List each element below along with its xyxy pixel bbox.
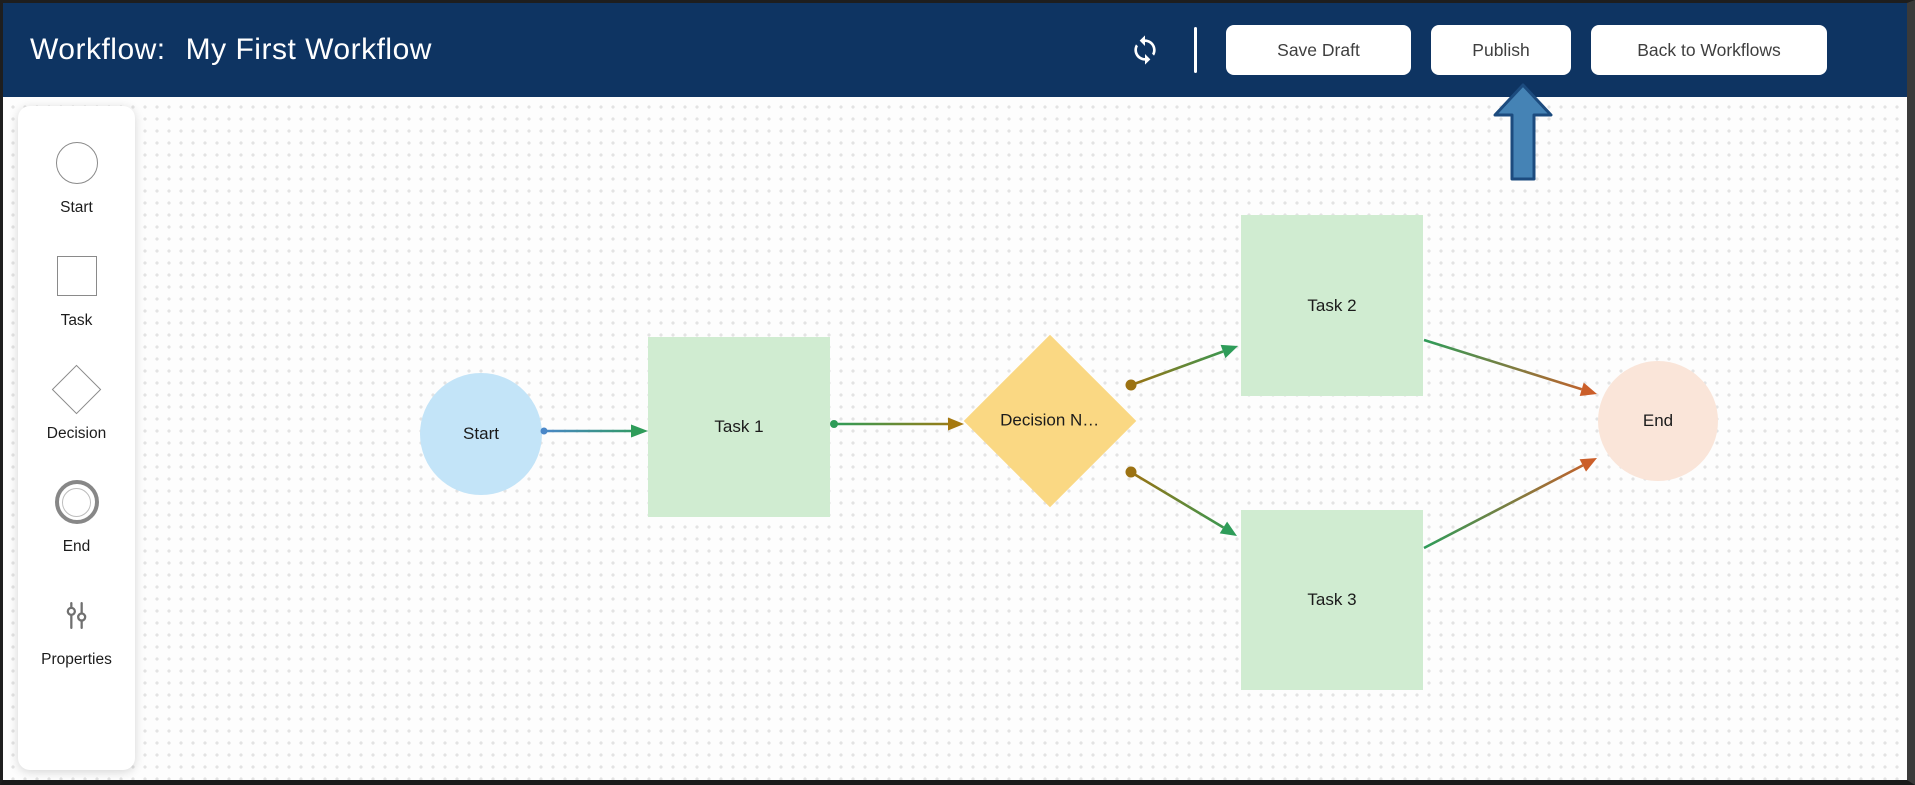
header-divider (1194, 27, 1197, 73)
edge-arrowhead (1579, 458, 1597, 472)
node-task-1[interactable]: Task 1 (648, 337, 830, 517)
sync-refresh-icon[interactable] (1129, 34, 1161, 66)
sliders-icon (66, 601, 87, 629)
header-actions: Save Draft Publish Back to Workflows (1226, 25, 1827, 75)
palette-label: End (62, 538, 91, 555)
node-label: Decision N… (1000, 410, 1100, 430)
edge-decision-task2 (1133, 350, 1224, 386)
node-label: Task 1 (714, 417, 764, 436)
workflow-title-prefix: Workflow: (30, 33, 166, 66)
node-decision[interactable]: Decision N… (963, 334, 1137, 508)
workflow-name: My First Workflow (185, 33, 432, 66)
edge-arrowhead (631, 424, 648, 438)
edge-arrowhead (1220, 344, 1238, 359)
save-draft-button[interactable]: Save Draft (1226, 25, 1411, 75)
node-start[interactable]: Start (420, 373, 542, 495)
node-label: Start (463, 424, 499, 443)
publish-button[interactable]: Publish (1431, 25, 1571, 75)
palette-item-task[interactable]: Task (56, 250, 97, 330)
task-shape-icon (56, 256, 97, 296)
end-shape-icon (54, 480, 99, 524)
palette-label: Start (60, 199, 93, 216)
start-shape-icon (55, 142, 98, 184)
page-title: Workflow: My First Workflow (30, 3, 432, 97)
sync-icon (1134, 35, 1156, 65)
edge-source-dot (1125, 466, 1137, 478)
node-task-2[interactable]: Task 2 (1241, 215, 1423, 396)
node-label: End (1642, 411, 1674, 430)
edge-decision-task3 (1133, 472, 1225, 529)
edge-arrowhead (1219, 521, 1237, 536)
palette-item-decision[interactable]: Decision (47, 363, 106, 443)
workflow-canvas[interactable]: Start Task Decision End (3, 97, 1907, 780)
palette-item-end[interactable]: End (54, 476, 99, 556)
back-to-workflows-button[interactable]: Back to Workflows (1591, 25, 1827, 75)
shape-palette: Start Task Decision End (18, 106, 135, 770)
palette-label: Properties (41, 651, 112, 668)
edge-source-dot (830, 420, 838, 428)
node-end[interactable]: End (1598, 361, 1718, 481)
edge-task3-end (1423, 464, 1584, 550)
node-label: Task 3 (1307, 590, 1357, 609)
edge-arrowhead (1579, 382, 1597, 396)
edge-task2-end (1423, 338, 1583, 391)
edge-source-dot (1125, 379, 1137, 391)
top-bar: Workflow: My First Workflow Save Draft P… (3, 3, 1907, 97)
decision-shape-icon (51, 364, 102, 414)
palette-label: Decision (46, 425, 107, 442)
node-label: Task 2 (1307, 295, 1357, 315)
palette-item-properties[interactable]: Properties (41, 589, 112, 669)
end-shape-inner-ring (62, 487, 91, 517)
palette-item-start[interactable]: Start (55, 137, 98, 217)
node-task-3[interactable]: Task 3 (1241, 510, 1423, 690)
palette-label: Task (60, 312, 93, 329)
edge-arrowhead (948, 417, 964, 431)
